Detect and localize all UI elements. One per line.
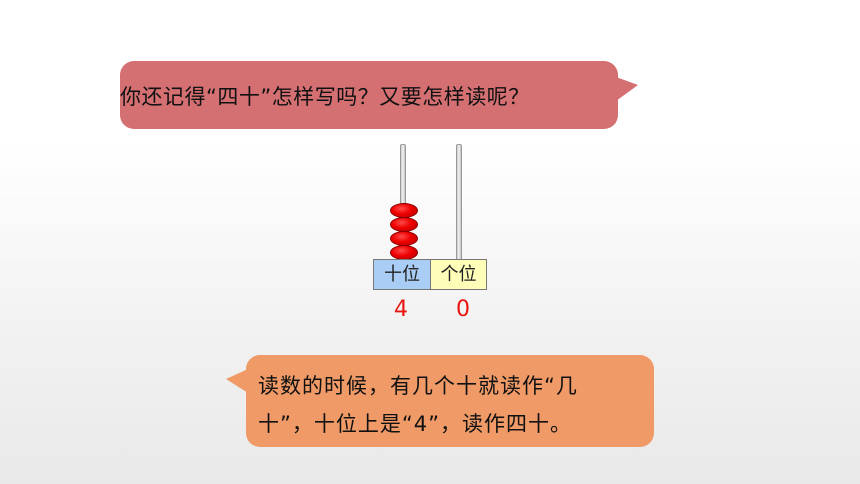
ones-digit: 0 <box>456 297 470 322</box>
tens-place-label: 十位 <box>373 259 431 290</box>
tens-bead <box>390 231 418 246</box>
explanation-line-2: 十”，十位上是“4”，读作四十。 <box>258 412 572 436</box>
explanation-line-1: 读数的时候，有几个十就读作“几 <box>258 374 578 398</box>
tens-bead <box>390 245 418 260</box>
question-bubble: 你还记得“四十”怎样写吗？又要怎样读呢？ <box>120 61 638 129</box>
tens-bead <box>390 203 418 218</box>
explanation-bubble: 读数的时候，有几个十就读作“几 十”，十位上是“4”，读作四十。 <box>226 355 654 447</box>
tens-digit: 4 <box>394 297 408 322</box>
ones-rod <box>456 144 462 262</box>
question-text: 你还记得“四十”怎样写吗？又要怎样读呢？ <box>120 85 530 109</box>
tens-bead <box>390 217 418 232</box>
ones-place-label: 个位 <box>430 259 487 290</box>
